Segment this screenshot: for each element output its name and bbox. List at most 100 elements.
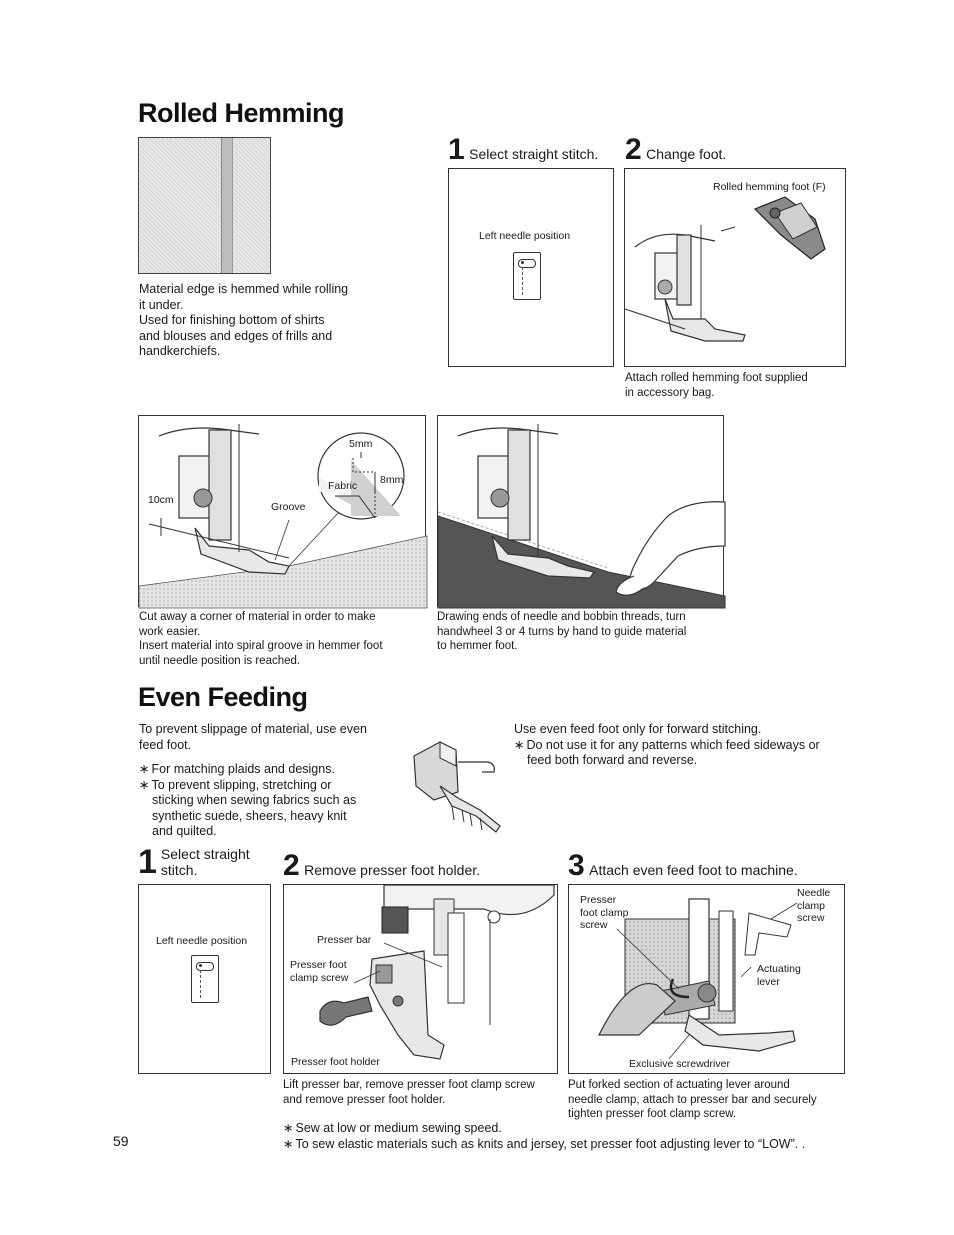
right-intro: Use even feed foot only for forward stit… (514, 722, 762, 736)
rh-step2-panel: Rolled hemming foot (F) (624, 168, 846, 367)
section-title-rolled-hemming: Rolled Hemming (138, 98, 345, 128)
attach-foot-illustration (598, 898, 798, 1060)
lever-label: Actuating lever (757, 963, 801, 988)
ef-step2-heading: 2 Remove presser foot holder. (283, 849, 481, 882)
step-number: 3 (568, 849, 585, 882)
step-label: Attach even feed foot to machine. (589, 862, 798, 878)
intro-line: To prevent slippage of material, use eve… (139, 722, 367, 736)
caption-line: and remove presser foot holder. (283, 1093, 446, 1106)
desc-line: Material edge is hemmed while rolling (139, 282, 349, 296)
bullet-item: Do not use it for any patterns which fee… (514, 738, 854, 754)
bullet-item: To prevent slipping, stretching or (139, 778, 399, 794)
footnote: To sew elastic materials such as knits a… (283, 1137, 883, 1153)
caption-line: Drawing ends of needle and bobbin thread… (437, 611, 686, 623)
desc-line: and blouses and edges of frills and (139, 328, 333, 343)
page-number: 59 (113, 1133, 129, 1149)
caption-line: in accessory bag. (625, 386, 715, 399)
ef-step2-caption: Lift presser bar, remove presser foot cl… (283, 1078, 535, 1107)
label-line: lever (757, 975, 780, 988)
label-line: foot clamp (580, 906, 629, 919)
caption-line: work easier. (139, 625, 201, 638)
bullet-cont: and quilted. (152, 824, 217, 838)
foot-label: Rolled hemming foot (F) (713, 181, 826, 193)
needle-position-icon (191, 955, 219, 1003)
label-line: screw (797, 912, 825, 924)
footnote: Sew at low or medium sewing speed. (283, 1121, 883, 1137)
bullet-cont: synthetic suede, sheers, heavy knit (152, 808, 347, 823)
label-line: clamp (797, 899, 826, 912)
rolled-hemming-description: Material edge is hemmed while rolling it… (139, 282, 389, 360)
desc-line: it under. (139, 297, 184, 312)
ef-step1-panel: Left needle position (138, 884, 271, 1074)
screwdriver-label: Exclusive screwdriver (629, 1058, 730, 1070)
step-label-line: Select straight (160, 846, 250, 862)
caption-line: Attach rolled hemming foot supplied (625, 372, 808, 384)
fabric-label: Fabric (328, 480, 358, 492)
footnotes: Sew at low or medium sewing speed. To se… (283, 1121, 883, 1152)
step-number: 2 (625, 133, 642, 166)
fig3-caption: Cut away a corner of material in order t… (139, 610, 383, 668)
ef-step1-heading: 1 Select straight stitch. (138, 843, 250, 881)
needle-position-icon (513, 252, 541, 300)
label-line: screw (580, 919, 608, 931)
width-label: 5mm (349, 438, 373, 450)
needle-clamp-label: Needle clamp screw (797, 887, 830, 925)
section-title-even-feeding: Even Feeding (138, 682, 308, 712)
ef-step3-caption: Put forked section of actuating lever ar… (568, 1078, 817, 1122)
desc-line: handkerchiefs. (139, 344, 221, 358)
label-line: Presser foot (290, 959, 347, 971)
groove-label: Groove (271, 501, 306, 513)
caption-line: Lift presser bar, remove presser foot cl… (283, 1079, 535, 1091)
height-label: 8mm (380, 474, 404, 486)
step-label-line: stitch. (160, 862, 198, 878)
caption-line: handwheel 3 or 4 turns by hand to guide … (437, 625, 687, 638)
step-number: 1 (138, 843, 157, 881)
clamp-screw-label: Presser foot clamp screw (580, 894, 628, 932)
remove-holder-illustration (319, 884, 555, 1060)
holder-label: Presser foot holder (291, 1056, 380, 1068)
label-line: Actuating (757, 963, 801, 975)
even-feeding-bullets: For matching plaids and designs. To prev… (139, 762, 399, 840)
needle-position-label: Left needle position (479, 230, 571, 242)
change-foot-illustration (624, 196, 826, 342)
rh-step2-heading: 2 Change foot. (625, 133, 727, 166)
desc-line: Used for finishing bottom of shirts (139, 313, 325, 327)
bullet-item: For matching plaids and designs. (139, 762, 399, 778)
presser-bar-label: Presser bar (317, 934, 372, 946)
ef-step2-panel: Presser bar Presser foot clamp screw Pre… (283, 884, 558, 1074)
bullet-cont: feed both forward and reverse. (527, 753, 698, 767)
ef-step3-heading: 3 Attach even feed foot to machine. (568, 849, 798, 882)
step-number: 2 (283, 849, 300, 882)
clamp-screw-label: Presser foot clamp screw (290, 959, 348, 984)
label-line: Needle (797, 887, 831, 899)
even-feeding-right-notes: Use even feed foot only for forward stit… (514, 722, 854, 769)
step-label: Select straight stitch. (161, 846, 250, 878)
caption-line: Insert material into spiral groove in he… (139, 640, 383, 652)
caption-line: until needle position is reached. (139, 654, 301, 667)
insert-material-figure: 10cm Groove 5mm 8mm Fabric (138, 415, 428, 609)
caption-line: Put forked section of actuating lever ar… (568, 1079, 790, 1091)
hemmer-foot-illustration (138, 424, 428, 609)
even-feed-foot-icon (413, 741, 501, 833)
fig4-caption: Drawing ends of needle and bobbin thread… (437, 610, 686, 654)
bullet-cont: sticking when sewing fabrics such as (152, 793, 357, 807)
rh-step1-panel: Left needle position (448, 168, 614, 367)
hand-guide-illustration (437, 424, 726, 609)
guide-material-figure (437, 415, 726, 609)
caption-line: needle clamp, attach to presser bar and … (568, 1093, 817, 1106)
caption-line: to hemmer foot. (437, 640, 518, 652)
step-label: Change foot. (646, 146, 727, 162)
step-number: 1 (448, 133, 465, 166)
rh-step2-caption: Attach rolled hemming foot supplied in a… (625, 371, 808, 400)
step-label: Select straight stitch. (469, 146, 599, 162)
caption-line: Cut away a corner of material in order t… (139, 611, 376, 623)
rh-step1-heading: 1 Select straight stitch. (448, 133, 599, 166)
label-line: Presser (580, 894, 617, 906)
step-label: Remove presser foot holder. (304, 862, 481, 878)
fabric-swatch-image (138, 137, 271, 274)
intro-line: feed foot. (139, 737, 192, 752)
caption-line: tighten presser foot clamp screw. (568, 1108, 737, 1120)
ef-step3-panel: Presser foot clamp screw Needle clamp sc… (568, 884, 845, 1074)
dist-label: 10cm (148, 494, 174, 506)
needle-position-label: Left needle position (156, 935, 248, 947)
